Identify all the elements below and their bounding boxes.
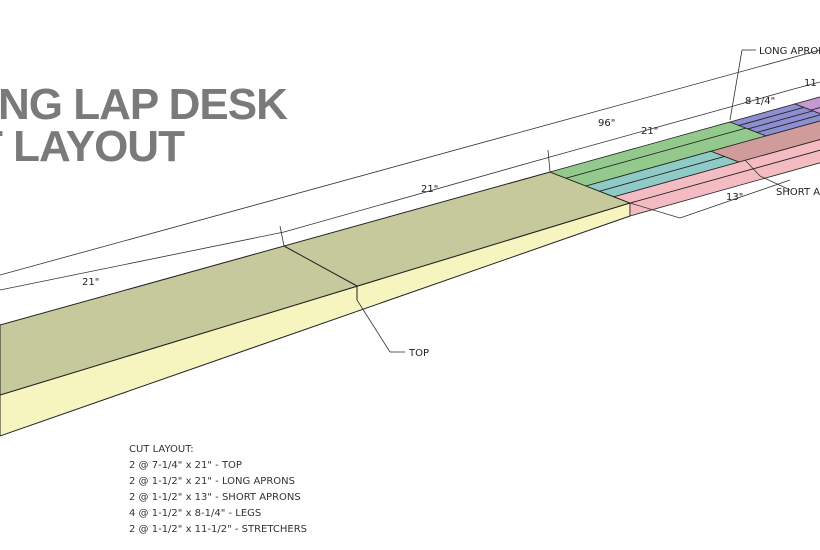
dim-short-aprons: 13" — [726, 192, 743, 203]
stretcher-strip — [809, 107, 820, 115]
dimension-lines — [0, 49, 820, 353]
dim-overall: 96" — [598, 118, 615, 129]
stretcher-strip — [793, 96, 820, 111]
callout-short-aprons: SHORT A — [776, 187, 820, 198]
cut-line — [283, 245, 358, 287]
dim-top-2: 21" — [421, 184, 438, 195]
title-line-1: NG LAP DESK — [0, 80, 288, 129]
dim-legs: 8 1/4" — [745, 96, 775, 107]
dim-top-1: 21" — [82, 277, 99, 288]
leg-strip — [746, 110, 820, 133]
cut-list-item: 2 @ 7-1/4" x 21" - TOP — [129, 460, 242, 471]
cut-list-heading: CUT LAYOUT: — [129, 444, 194, 455]
callout-long-aprons: LONG APRON — [759, 46, 820, 57]
callout-top: TOP — [408, 348, 429, 359]
cut-list-item: 2 @ 1-1/2" x 11-1/2" - STRETCHERS — [129, 524, 308, 535]
dim-stretchers: 11 — [804, 78, 817, 89]
cut-list: CUT LAYOUT: 2 @ 7-1/4" x 21" - TOP 2 @ 1… — [129, 442, 307, 538]
title-line-2: T LAYOUT — [0, 122, 185, 171]
apron-strips — [548, 96, 820, 217]
diagram-title: NG LAP DESK T LAYOUT — [0, 80, 288, 171]
cut-list-item: 4 @ 1-1/2" x 8-1/4" - LEGS — [129, 508, 262, 519]
cut-list-item: 2 @ 1-1/2" x 13" - SHORT APRONS — [129, 492, 301, 503]
board — [0, 96, 820, 437]
offcut-strip — [612, 139, 820, 204]
dim-long-aprons: 21" — [641, 126, 658, 137]
cut-list-item: 2 @ 1-1/2" x 21" - LONG APRONS — [129, 476, 295, 487]
leg-strip — [755, 114, 820, 137]
